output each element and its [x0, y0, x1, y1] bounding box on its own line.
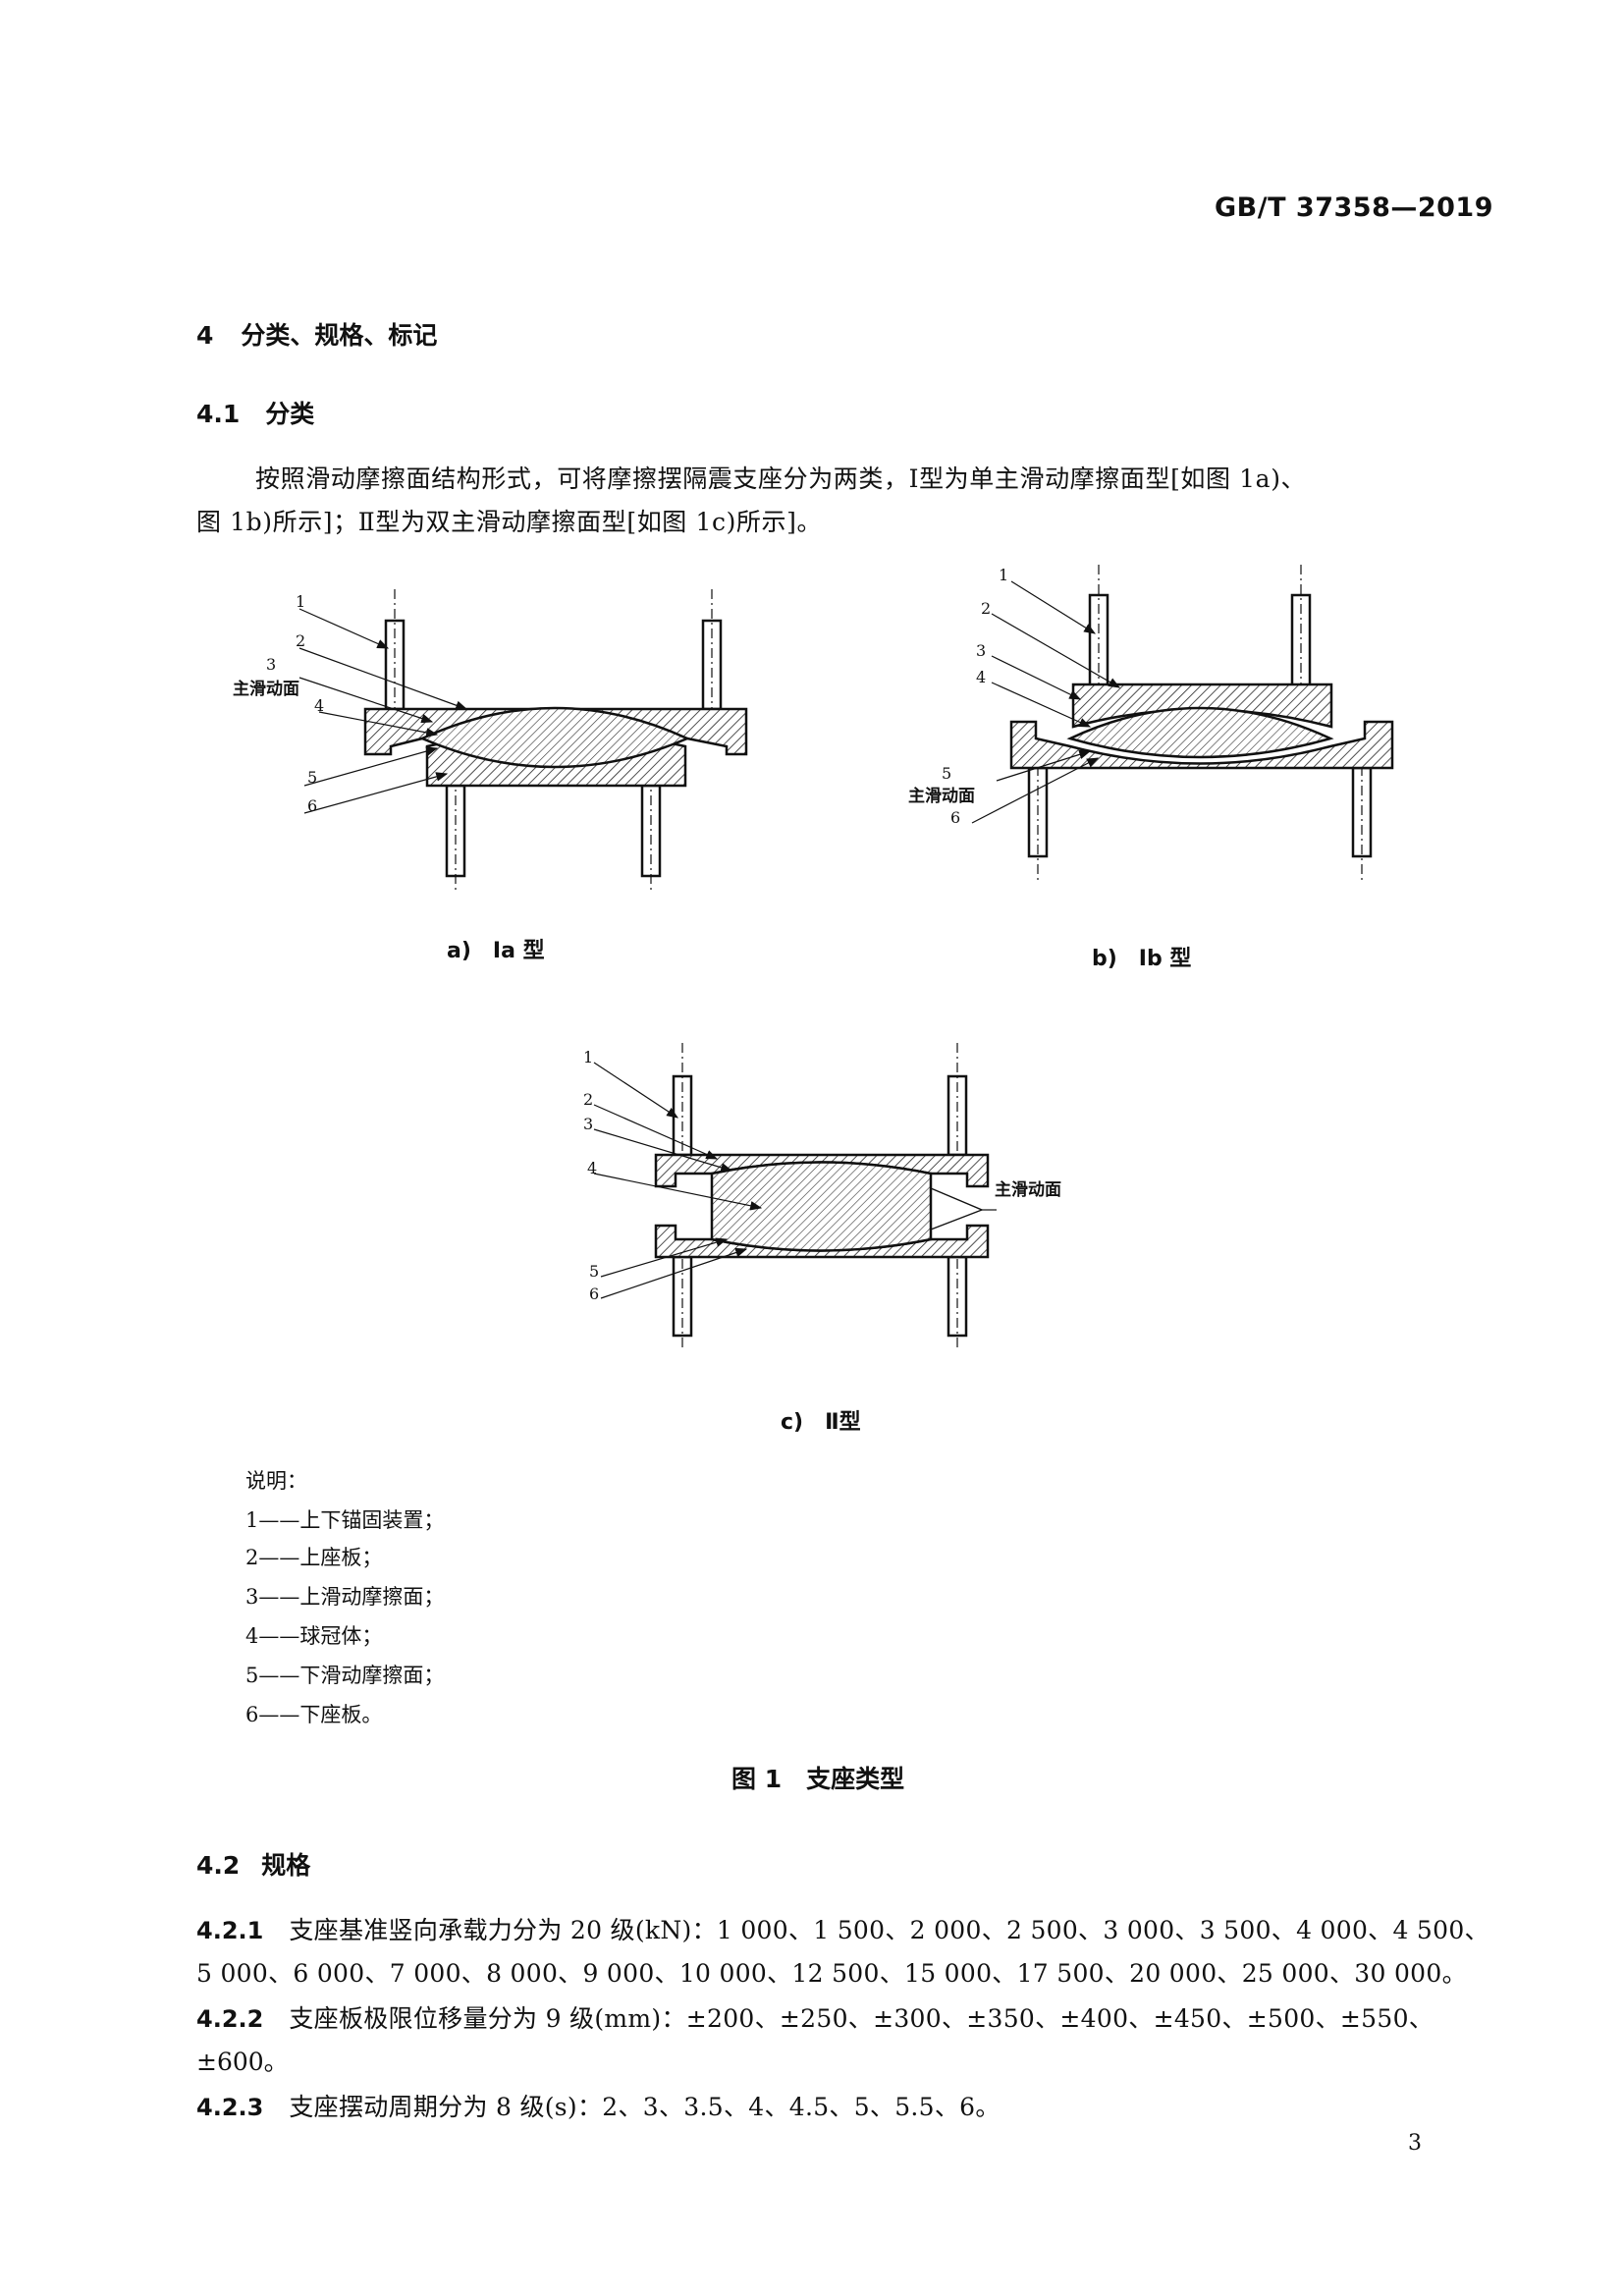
legend-item-3: 3——上滑动摩擦面； [245, 1585, 445, 1609]
section-4-heading: 4 分类、规格、标记 [196, 316, 437, 352]
page-number: 3 [1408, 2131, 1422, 2156]
figure-a-spherical-cap [418, 706, 691, 769]
figure-c-label-3: 3 [583, 1115, 593, 1133]
legend-item-6: 6——下座板。 [245, 1703, 383, 1726]
spec-4-2-1-line1: 支座基准竖向承载力分为 20 级(kN)：1 000、1 500、2 000、2… [289, 1916, 1489, 1944]
spec-4-2-2-line2: ±600。 [196, 2048, 289, 2076]
section-4-2-title: 规格 [261, 1851, 311, 1880]
figure-a-label-4: 4 [314, 696, 324, 715]
figure-a-leaders [298, 608, 468, 814]
figure-b-diagram [1009, 565, 1394, 884]
spec-4-2-3-number: 4.2.3 [196, 2094, 264, 2121]
section-4-2-heading: 4.2 规格 [196, 1846, 310, 1882]
figure-b-label-3: 3 [976, 641, 986, 660]
figure-b-label-5: 5 [942, 764, 951, 783]
section-4-number: 4 [196, 321, 214, 350]
figure-b-label-2: 2 [981, 599, 991, 618]
legend-item-4: 4——球冠体； [245, 1624, 383, 1648]
legend-title: 说明： [245, 1469, 307, 1493]
figure-a-label-1: 1 [296, 592, 305, 611]
figure-a-main-surface: 主滑动面 [233, 679, 299, 699]
figure-a-label-5: 5 [307, 768, 317, 787]
figure-b-spherical-cap [1066, 706, 1334, 759]
section-4-title: 分类、规格、标记 [241, 321, 438, 350]
figure-c-label-2: 2 [583, 1090, 593, 1109]
figure-c-label-4: 4 [587, 1159, 597, 1177]
figure-a-label-3: 3 [266, 655, 276, 674]
figure-c-label-6: 6 [589, 1285, 599, 1303]
spec-4-2-3-line1: 支座摆动周期分为 8 级(s)：2、3、3.5、4、4.5、5、5.5、6。 [289, 2093, 1001, 2121]
spec-4-2-2: 4.2.2 支座板极限位移量分为 9 级(mm)：±200、±250、±300、±… [196, 1999, 1434, 2035]
section-4-2-number: 4.2 [196, 1851, 241, 1880]
section-4-1-title: 分类 [265, 400, 315, 428]
standard-number: GB/T 37358—2019 [1215, 192, 1493, 223]
spec-4-2-1-line2: 5 000、6 000、7 000、8 000、9 000、10 000、12 … [196, 1959, 1467, 1988]
figure-c-main-surface: 主滑动面 [995, 1179, 1061, 1200]
legend-item-2: 2——上座板； [245, 1546, 383, 1569]
figure-b-caption: b) Ⅰb 型 [1092, 947, 1192, 971]
figure-c-label-5: 5 [589, 1262, 599, 1281]
spec-4-2-3: 4.2.3 支座摆动周期分为 8 级(s)：2、3、3.5、4、4.5、5、5.5… [196, 2088, 1001, 2123]
figure-a-label-6: 6 [307, 796, 317, 815]
figure-a-label-2: 2 [296, 631, 305, 650]
figure-a-diagram [363, 589, 748, 894]
figure-b-label-4: 4 [976, 668, 986, 686]
figure-b-label-6: 6 [950, 808, 960, 827]
classification-paragraph-line1: 按照滑动摩擦面结构形式，可将摩擦摆隔震支座分为两类，Ⅰ型为单主滑动摩擦面型[如图… [255, 465, 1307, 493]
figure-a-caption: a) Ⅰa 型 [447, 939, 545, 963]
classification-paragraph-line2: 图 1b)所示]；Ⅱ型为双主滑动摩擦面型[如图 1c)所示]。 [196, 508, 823, 536]
figure-c-spherical-cap [710, 1161, 933, 1252]
figure-b-leaders [971, 580, 1121, 824]
figure-title: 图 1 支座类型 [731, 1765, 905, 1793]
spec-4-2-1: 4.2.1 支座基准竖向承载力分为 20 级(kN)：1 000、1 500、2 … [196, 1911, 1489, 1946]
figure-c-caption: c) Ⅱ型 [781, 1410, 861, 1435]
figure-b-main-surface: 主滑动面 [908, 786, 975, 806]
section-4-1-number: 4.1 [196, 400, 241, 428]
figure-c-leaders [593, 1062, 997, 1299]
spec-4-2-1-number: 4.2.1 [196, 1917, 264, 1944]
bearing-figure: 1 2 3 主滑动面 4 5 6 1 2 3 4 5 主滑动面 6 [233, 565, 1394, 1350]
figure-c-label-1: 1 [583, 1048, 593, 1066]
legend-item-5: 5——下滑动摩擦面； [245, 1664, 445, 1687]
figure-b-lower-plate [1009, 720, 1394, 770]
spec-4-2-2-line1: 支座板极限位移量分为 9 级(mm)：±200、±250、±300、±350、±… [289, 2004, 1434, 2033]
spec-4-2-2-number: 4.2.2 [196, 2005, 264, 2033]
figure-b-label-1: 1 [999, 566, 1008, 584]
legend-item-1: 1——上下锚固装置； [245, 1508, 445, 1532]
section-4-1-heading: 4.1 分类 [196, 395, 314, 430]
